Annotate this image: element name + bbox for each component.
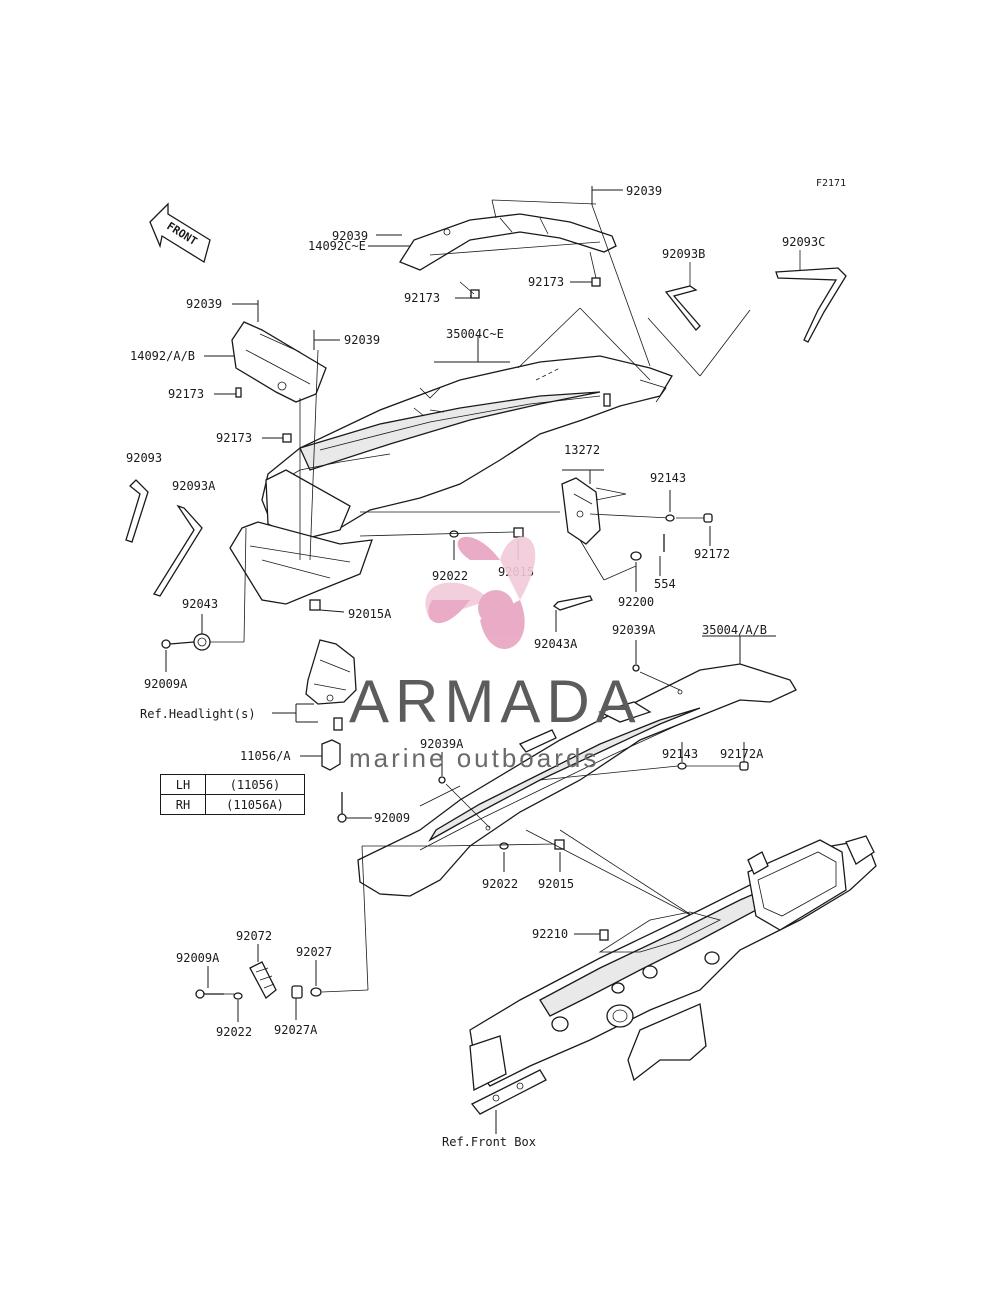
bracket-13272-shape — [561, 477, 601, 545]
label-92039-b: 92039 — [186, 297, 222, 311]
label-92009a-a: 92009A — [144, 677, 188, 691]
label-92039a-a: 92039A — [612, 623, 656, 637]
washer-92022-lower-shape — [233, 992, 243, 1000]
label-92039-c: 92039 — [344, 333, 380, 347]
label-92015a: 92015A — [348, 607, 392, 621]
figure-code: F2171 — [816, 178, 846, 189]
lower-frame-35004-shape — [357, 663, 797, 897]
label-92093b: 92093B — [662, 247, 705, 261]
label-92172a: 92172A — [720, 747, 764, 761]
bracket-11056-shape — [321, 739, 341, 771]
armada-propeller-logo — [425, 536, 536, 649]
label-92143-b: 92143 — [662, 747, 698, 761]
label-92027a: 92027A — [274, 1023, 318, 1037]
collar-92027a-shape — [291, 985, 303, 999]
headlight-bracket-shape — [305, 639, 357, 705]
table-cell-part: (11056) — [205, 774, 305, 795]
trim-92093-shape — [125, 479, 149, 543]
front-arrow-icon: FRONT — [149, 202, 211, 264]
bushing-92043-shape — [193, 633, 211, 651]
label-92072: 92072 — [236, 929, 272, 943]
table-cell-side: RH — [160, 794, 206, 815]
side-table: LH (11056) RH (11056A) — [160, 774, 305, 815]
label-92173-a: 92173 — [404, 291, 440, 305]
label-92172: 92172 — [694, 547, 730, 561]
label-92043: 92043 — [182, 597, 218, 611]
bolt-92009a-shape — [161, 639, 195, 649]
label-35004c: 35004C~E — [446, 327, 504, 341]
label-92210: 92210 — [532, 927, 568, 941]
label-92093: 92093 — [126, 451, 162, 465]
grommet-92072-shape — [249, 961, 277, 999]
label-ref-headlight: Ref.Headlight(s) — [140, 707, 256, 721]
label-92022-a: 92022 — [432, 569, 468, 583]
label-92022-b: 92022 — [482, 877, 518, 891]
table-row: RH (11056A) — [160, 794, 305, 815]
washer-92027-shape — [310, 987, 322, 997]
label-92015-b: 92015 — [538, 877, 574, 891]
label-92009a-b: 92009A — [176, 951, 220, 965]
label-92027: 92027 — [296, 945, 332, 959]
label-92009: 92009 — [374, 811, 410, 825]
label-92173-d: 92173 — [216, 431, 252, 445]
label-92200: 92200 — [618, 595, 654, 609]
label-92143-a: 92143 — [650, 471, 686, 485]
label-554: 554 — [654, 577, 676, 591]
label-14092: 14092/A/B — [130, 349, 195, 363]
label-92173-b: 92173 — [528, 275, 564, 289]
watermark-name: ARMADA — [349, 668, 642, 735]
table-row: LH (11056) — [160, 774, 305, 795]
bolt-92009a-lower-shape — [195, 989, 224, 999]
label-ref-front-box: Ref.Front Box — [442, 1135, 536, 1149]
table-cell-side: LH — [160, 774, 206, 795]
label-92173-c: 92173 — [168, 387, 204, 401]
trim-92093c-shape — [775, 267, 847, 343]
label-11056: 11056/A — [240, 749, 291, 763]
label-92093c: 92093C — [782, 235, 825, 249]
label-13272: 13272 — [564, 443, 600, 457]
label-92039a-b: 92039A — [420, 737, 464, 751]
front-box-shape — [469, 835, 877, 1115]
label-14092c: 14092C~E — [308, 239, 366, 253]
bolt-92043a-shape — [552, 595, 593, 611]
trim-92093a-shape — [153, 504, 203, 597]
label-92039-a: 92039 — [332, 229, 368, 243]
label-92039-top: 92039 — [626, 184, 662, 198]
table-cell-part: (11056A) — [205, 794, 305, 815]
label-35004: 35004/A/B — [702, 623, 767, 637]
watermark-tagline: marine outboards — [349, 743, 600, 773]
label-92043a: 92043A — [534, 637, 578, 651]
trim-92093b-shape — [664, 285, 701, 331]
label-92093a: 92093A — [172, 479, 216, 493]
label-92022-c: 92022 — [216, 1025, 252, 1039]
spoiler-14092-shape — [231, 321, 327, 403]
upper-cover-35004c-shape — [229, 355, 673, 605]
spoiler-14092c-shape — [399, 213, 617, 271]
